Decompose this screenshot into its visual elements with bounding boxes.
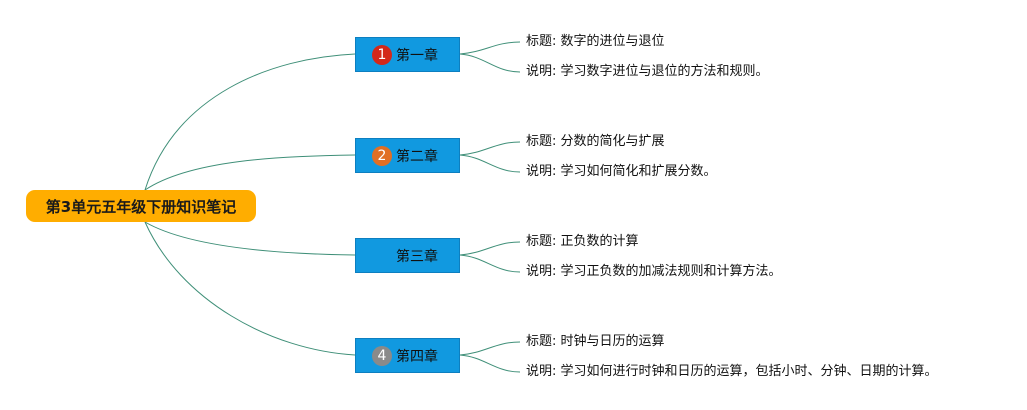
connector-chapter-1-title <box>459 41 521 55</box>
number-1-badge-icon: 1 <box>372 44 392 65</box>
chapter-2-node[interactable]: 2 第二章 <box>355 138 460 173</box>
connector-root-chapter-1 <box>144 53 356 191</box>
connector-chapter-3-desc <box>459 254 521 273</box>
connector-root-chapter-3 <box>144 221 356 256</box>
chapter-4-desc-leaf[interactable]: 说明: 学习如何进行时钟和日历的运算，包括小时、分钟、日期的计算。 <box>526 364 938 379</box>
connector-root-chapter-2 <box>144 154 356 191</box>
connector-chapter-3-title <box>459 241 521 256</box>
chapter-2-label: 第二章 <box>396 148 438 165</box>
chapter-1-label: 第一章 <box>396 47 438 64</box>
chapter-4-node[interactable]: 4 第四章 <box>355 338 460 373</box>
chapter-4-label: 第四章 <box>396 348 438 365</box>
number-2-badge-icon: 2 <box>372 145 392 166</box>
number-4-badge-icon: 4 <box>372 345 392 366</box>
connector-root-chapter-4 <box>144 221 356 356</box>
chapter-1-node[interactable]: 1 第一章 <box>355 37 460 72</box>
root-topic[interactable]: 第3单元五年级下册知识笔记 <box>26 190 256 222</box>
chapter-1-desc-leaf[interactable]: 说明: 学习数字进位与退位的方法和规则。 <box>526 64 769 79</box>
number-3-badge-icon <box>372 246 392 266</box>
chapter-2-title-leaf[interactable]: 标题: 分数的简化与扩展 <box>526 134 665 149</box>
chapter-1-title-leaf[interactable]: 标题: 数字的进位与退位 <box>526 34 665 49</box>
connector-chapter-1-desc <box>459 53 521 73</box>
connector-chapter-4-desc <box>459 354 521 373</box>
chapter-3-label: 第三章 <box>396 248 438 265</box>
chapter-3-node[interactable]: 第三章 <box>355 238 460 273</box>
chapter-4-title-leaf[interactable]: 标题: 时钟与日历的运算 <box>526 334 665 349</box>
chapter-2-desc-leaf[interactable]: 说明: 学习如何简化和扩展分数。 <box>526 164 717 179</box>
connector-chapter-2-title <box>459 141 521 156</box>
root-topic-label: 第3单元五年级下册知识笔记 <box>45 197 237 216</box>
connector-chapter-4-title <box>459 341 521 356</box>
chapter-3-desc-leaf[interactable]: 说明: 学习正负数的加减法规则和计算方法。 <box>526 264 782 279</box>
chapter-3-title-leaf[interactable]: 标题: 正负数的计算 <box>526 234 639 249</box>
connector-chapter-2-desc <box>459 154 521 173</box>
